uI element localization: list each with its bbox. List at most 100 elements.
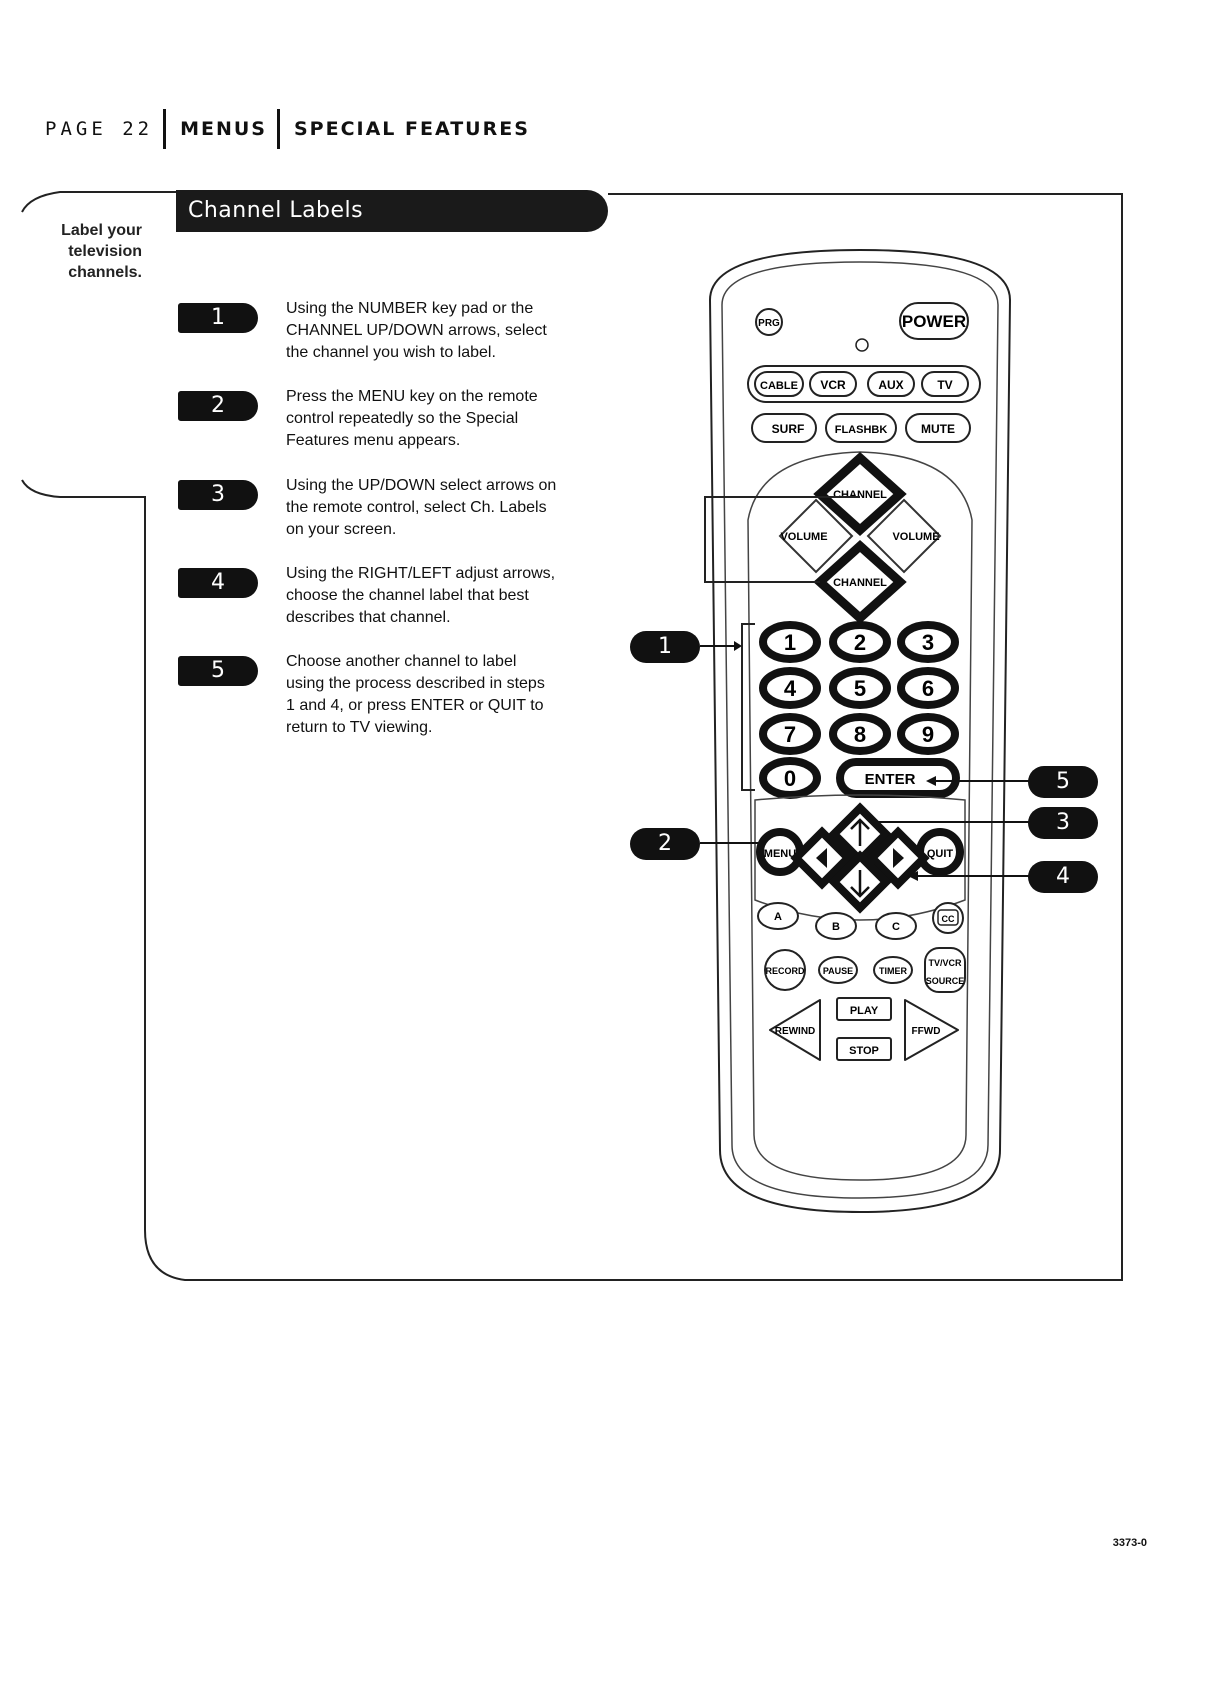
svg-text:B: B <box>832 921 840 933</box>
svg-text:2: 2 <box>854 630 866 655</box>
aux-button[interactable]: AUX <box>867 371 915 397</box>
digit-6-button[interactable]: 6 <box>897 667 959 709</box>
digit-7-button[interactable]: 7 <box>759 713 821 755</box>
svg-text:A: A <box>774 911 782 923</box>
side-caption-line: channels. <box>68 264 142 281</box>
vcr-button[interactable]: VCR <box>809 371 857 397</box>
svg-text:9: 9 <box>922 722 934 747</box>
svg-text:TIMER: TIMER <box>879 966 907 976</box>
c-button[interactable]: C <box>875 912 917 940</box>
svg-text:CC: CC <box>942 914 955 924</box>
svg-text:RECORD: RECORD <box>765 966 805 976</box>
digit-4-button[interactable]: 4 <box>759 667 821 709</box>
svg-text:CHANNEL: CHANNEL <box>833 577 887 589</box>
step-3-text: Using the UP/DOWN select arrows on the r… <box>286 477 557 538</box>
prg-button[interactable]: PRG <box>755 308 783 336</box>
svg-text:TV/VCR: TV/VCR <box>928 958 962 968</box>
svg-text:MENU: MENU <box>764 848 796 860</box>
step-number: 1 <box>178 303 258 333</box>
step-2: 2 <box>178 391 258 421</box>
channel-up-button[interactable]: CHANNEL <box>813 451 907 537</box>
svg-text:POWER: POWER <box>902 312 966 331</box>
digit-1-button[interactable]: 1 <box>759 621 821 663</box>
enter-button[interactable]: ENTER <box>836 758 960 798</box>
step-number: 2 <box>178 391 258 421</box>
cable-button[interactable]: CABLE <box>754 371 804 397</box>
step-number: 3 <box>178 480 258 510</box>
step-4: 4 <box>178 568 258 598</box>
tv-button[interactable]: TV <box>921 371 969 397</box>
svg-text:VOLUME: VOLUME <box>892 531 939 543</box>
digit-0-button[interactable]: 0 <box>759 757 821 799</box>
svg-text:AUX: AUX <box>878 378 903 392</box>
play-button[interactable]: PLAY <box>836 997 892 1021</box>
rewind-button[interactable]: REWIND <box>769 999 821 1061</box>
channel-down-button[interactable]: CHANNEL <box>813 539 907 625</box>
a-button[interactable]: A <box>757 902 799 930</box>
digit-9-button[interactable]: 9 <box>897 713 959 755</box>
b-button[interactable]: B <box>815 912 857 940</box>
stop-button[interactable]: STOP <box>836 1037 892 1061</box>
document-code: 3373-0 <box>1112 1537 1147 1549</box>
pause-button[interactable]: PAUSE <box>818 956 858 984</box>
svg-text:C: C <box>892 921 900 933</box>
callout-5: 5 <box>1028 766 1098 798</box>
step-number: 5 <box>178 656 258 686</box>
step-1-text: Using the NUMBER key pad or the CHANNEL … <box>286 300 547 361</box>
svg-text:ENTER: ENTER <box>865 771 916 788</box>
step-5-text: Choose another channel to label using th… <box>286 653 545 736</box>
svg-text:7: 7 <box>784 722 796 747</box>
svg-text:8: 8 <box>854 722 866 747</box>
surf-button[interactable]: SURF <box>751 413 817 443</box>
record-button[interactable]: RECORD <box>764 949 806 991</box>
callout-2: 2 <box>630 828 700 860</box>
mute-button[interactable]: MUTE <box>905 413 971 443</box>
quit-button[interactable]: QUIT <box>916 828 964 876</box>
section-title: Channel Labels <box>176 190 608 232</box>
side-caption-line: Label your <box>61 222 142 239</box>
svg-text:PLAY: PLAY <box>850 1005 879 1017</box>
page-number: PAGE 22 <box>45 118 154 140</box>
digit-2-button[interactable]: 2 <box>829 621 891 663</box>
ffwd-button[interactable]: FFWD <box>904 999 959 1061</box>
header-section-special-features: SPECIAL FEATURES <box>293 118 530 140</box>
svg-text:QUIT: QUIT <box>927 848 954 860</box>
volume-down-button[interactable]: VOLUME <box>778 498 854 574</box>
step-2-text: Press the MENU key on the remote control… <box>286 388 538 449</box>
svg-text:STOP: STOP <box>849 1045 879 1057</box>
flashbk-button[interactable]: FLASHBK <box>825 413 897 443</box>
svg-text:REWIND: REWIND <box>775 1026 816 1037</box>
digit-5-button[interactable]: 5 <box>829 667 891 709</box>
callout-3: 3 <box>1028 807 1098 839</box>
tv-vcr-source-button[interactable]: TV/VCR SOURCE <box>924 947 966 993</box>
indicator-led <box>855 338 869 352</box>
side-caption-line: television <box>68 243 142 260</box>
digit-8-button[interactable]: 8 <box>829 713 891 755</box>
step-1: 1 <box>178 303 258 333</box>
svg-text:MUTE: MUTE <box>921 422 955 436</box>
power-button[interactable]: POWER <box>899 302 969 340</box>
svg-text:FFWD: FFWD <box>912 1026 941 1037</box>
header-divider <box>163 109 167 149</box>
timer-button[interactable]: TIMER <box>873 956 913 984</box>
svg-text:5: 5 <box>854 676 866 701</box>
svg-text:PAUSE: PAUSE <box>823 966 853 976</box>
step-3: 3 <box>178 480 258 510</box>
right-arrow-button[interactable] <box>866 826 930 890</box>
menu-button[interactable]: MENU <box>756 828 804 876</box>
svg-text:SURF: SURF <box>772 422 805 436</box>
digit-3-button[interactable]: 3 <box>897 621 959 663</box>
page-header: PAGE 22 MENUS SPECIAL FEATURES <box>45 109 530 149</box>
step-4-text: Using the RIGHT/LEFT adjust arrows, choo… <box>286 565 556 626</box>
svg-text:1: 1 <box>784 630 796 655</box>
left-arrow-button[interactable] <box>790 826 854 890</box>
svg-text:FLASHBK: FLASHBK <box>835 424 888 436</box>
volume-up-button[interactable]: VOLUME <box>866 498 942 574</box>
down-arrow-button[interactable] <box>828 850 892 914</box>
callout-1: 1 <box>630 631 700 663</box>
svg-text:SOURCE: SOURCE <box>926 976 965 986</box>
closed-caption-button[interactable]: CC <box>932 902 964 934</box>
svg-text:4: 4 <box>784 676 797 701</box>
